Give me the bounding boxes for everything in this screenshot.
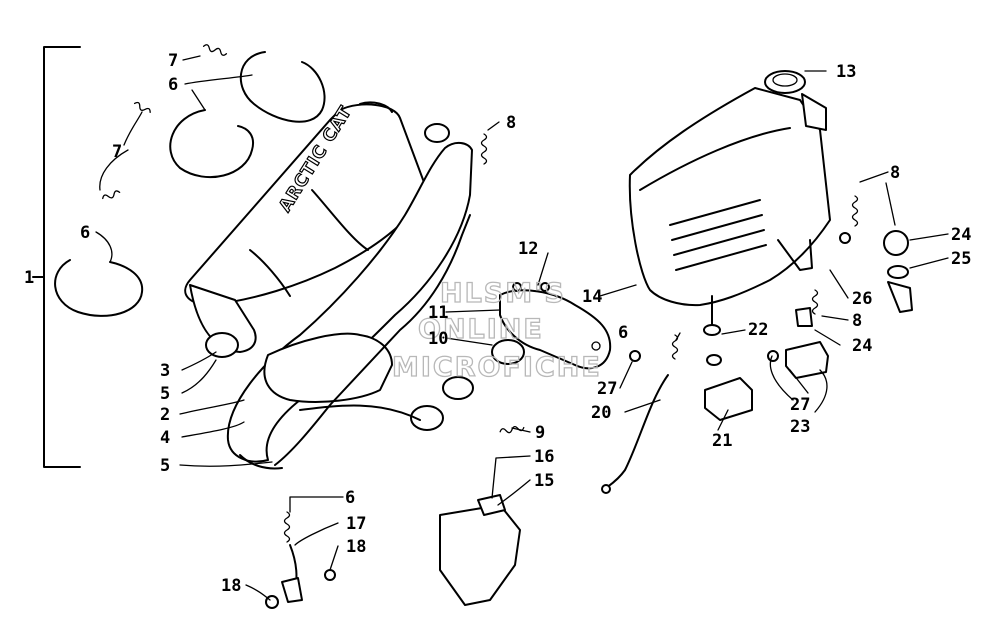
callout-22: 22 xyxy=(748,320,768,340)
callout-4: 4 xyxy=(160,428,170,448)
leader-lines xyxy=(95,55,949,601)
callout-6-top: 6 xyxy=(168,75,178,95)
callout-23: 23 xyxy=(790,417,810,437)
clamp-ring-6-mid xyxy=(169,109,254,178)
callout-8-lower: 8 xyxy=(852,311,862,331)
callout-12: 12 xyxy=(518,239,538,259)
cable-20 xyxy=(601,374,669,494)
callout-8-right: 8 xyxy=(890,163,900,183)
callout-18-left: 18 xyxy=(221,576,241,596)
callout-13: 13 xyxy=(836,62,856,82)
callout-18-right: 18 xyxy=(346,537,366,557)
clamp-ring-6-bottom xyxy=(54,259,144,317)
grommets-24-25 xyxy=(795,230,913,327)
mount-bracket-21 xyxy=(704,377,753,421)
mount-bracket-23 xyxy=(785,341,829,379)
callout-6-bottom: 6 xyxy=(345,488,355,508)
callout-7-left: 7 xyxy=(112,142,122,162)
exhaust-manifold xyxy=(442,282,612,400)
callout-15: 15 xyxy=(534,471,554,491)
callout-2: 2 xyxy=(160,405,170,425)
spring-7-left xyxy=(102,101,151,200)
callout-24-right: 24 xyxy=(951,225,971,245)
callout-24-lower: 24 xyxy=(852,336,872,356)
assembly-bracket xyxy=(32,46,81,468)
watermark-line-3: MICROFICHE xyxy=(392,352,602,383)
callout-7-top: 7 xyxy=(168,51,178,71)
callout-27-left: 27 xyxy=(597,379,617,399)
hardware-17-18 xyxy=(265,544,336,609)
watermark: HLSM'S ONLINE MICROFICHE xyxy=(391,277,602,383)
clamp-ring-6-top xyxy=(239,51,326,123)
bolts-27-26 xyxy=(629,232,851,362)
callout-14: 14 xyxy=(582,287,602,307)
callout-26: 26 xyxy=(852,289,872,309)
callout-25: 25 xyxy=(951,249,971,269)
watermark-line-2: ONLINE xyxy=(418,314,544,345)
callout-11: 11 xyxy=(428,303,448,323)
callout-16: 16 xyxy=(534,447,554,467)
callout-10: 10 xyxy=(428,329,448,349)
spring-8-upper xyxy=(480,133,488,165)
callout-5-lower: 5 xyxy=(160,456,170,476)
callout-3: 3 xyxy=(160,361,170,381)
callout-8-upper: 8 xyxy=(506,113,516,133)
frame-bracket-15 xyxy=(439,494,521,606)
watermark-line-1: HLSM'S xyxy=(440,278,566,309)
callout-6-left: 6 xyxy=(80,223,90,243)
callout-labels: 1 2 3 4 5 5 6 6 6 6 7 7 8 8 8 9 10 11 12… xyxy=(24,51,971,596)
callout-9: 9 xyxy=(535,423,545,443)
expansion-chamber xyxy=(226,123,473,470)
callout-1: 1 xyxy=(24,268,34,288)
callout-20: 20 xyxy=(591,403,611,423)
callout-21: 21 xyxy=(712,431,732,451)
spring-7-top xyxy=(202,44,228,56)
callout-17: 17 xyxy=(346,514,366,534)
callout-6-center: 6 xyxy=(618,323,628,343)
spring-6-bottom xyxy=(283,511,291,543)
callout-27-right: 27 xyxy=(790,395,810,415)
spring-8-right xyxy=(811,195,859,315)
callout-5-upper: 5 xyxy=(160,384,170,404)
grommet-22 xyxy=(703,295,722,366)
tank xyxy=(628,70,831,307)
